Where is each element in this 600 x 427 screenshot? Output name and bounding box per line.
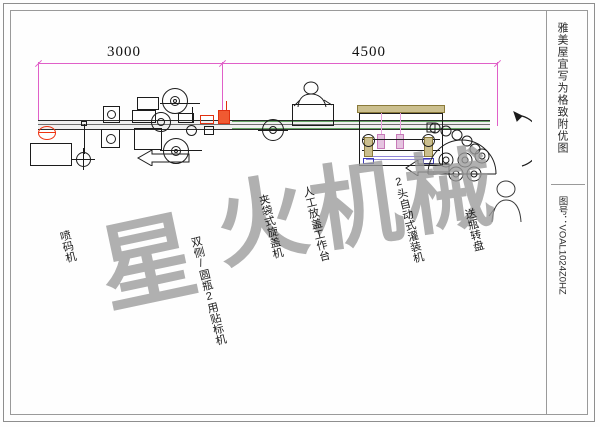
label-roll-upper-hub [170,96,180,106]
filler-cam-right [422,134,435,147]
label-drive-hub [157,118,165,126]
capper-red-frame [200,115,214,124]
dim-ext-mid [222,62,223,124]
filler-rail-2 [362,150,440,151]
dimension-label-4500: 4500 [352,44,386,60]
bottle-turntable-assembly [426,122,497,182]
label-web-path-top [160,103,200,104]
label-roll-lower-core [174,149,178,153]
filler-violet-rail-2 [366,159,430,160]
cap-feeder-axis [258,130,288,131]
label-web-path-bottom [160,150,202,151]
filler-nozzle-2 [396,134,404,149]
rotation-arrow-icon [513,111,532,167]
label-drive-wheel [151,112,171,132]
labeler-guide-block [178,113,194,123]
filler-top-beam [357,105,445,113]
handwheel-spoke-v [83,148,84,170]
labeler-frame-lower [134,128,162,150]
capper-red-block [218,110,230,124]
label-roll-upper [162,88,188,114]
operator-figure-icon [293,81,333,108]
operator-figure-right-icon [488,180,522,223]
label-roll-upper-core [173,99,177,103]
labeler-arm [192,107,193,123]
dim-line-3000 [38,63,223,64]
dim-line-4500 [222,63,498,64]
capper-red-post [226,101,227,111]
inkjet-coder-head [38,126,56,140]
dim-ext-right [497,62,498,126]
flow-arrow-left-icon [136,150,190,166]
filler-violet-rail-1 [366,156,430,157]
labeler-reel-box-bottom [101,129,120,148]
labeler-reel-top [107,110,116,119]
support-clamp-1 [81,121,87,126]
inkjet-coder-nozzle-line [38,132,56,133]
filler-nozzle-line-1 [381,113,382,135]
drawing-number-value: VOAL1024Z0HZ [556,224,568,295]
dimension-label-3000: 3000 [107,44,141,60]
drawing-frame-inner [10,10,588,415]
inkjet-coder-cabinet [30,143,72,166]
filler-cam-left [362,134,375,147]
labeler-reel-bottom [106,134,116,144]
label-roll-lower-hub [171,146,181,156]
filler-foot-left [363,158,374,164]
drawing-frame-outer [3,3,595,422]
filler-nozzle-line-2 [400,113,401,135]
capper-base [204,126,214,135]
drawing-number-label: 图号： [556,196,568,225]
conveyor-green-rail-top [232,121,490,122]
support-post-1 [84,124,85,154]
labeler-reel-box-top [103,106,120,123]
label-roll-lower [163,138,189,164]
conveyor-green-rail-bottom [232,128,490,129]
labeler-idler [186,125,197,136]
title-block-strip [546,11,588,414]
operator-table [292,104,334,126]
title-block-drawing-number: 图号：VOAL1024Z0HZ [556,196,568,295]
filler-rail-1 [362,139,440,140]
flow-arrow-right-section-icon [405,160,450,176]
labeler-head-box [137,97,159,110]
title-block-divider [551,184,585,185]
filler-nozzle-1 [377,134,385,149]
filler-main-frame [359,113,443,166]
title-block-company-text: 雅美屋宜写为格致附优图 [556,22,568,154]
dim-ext-left [38,62,39,124]
